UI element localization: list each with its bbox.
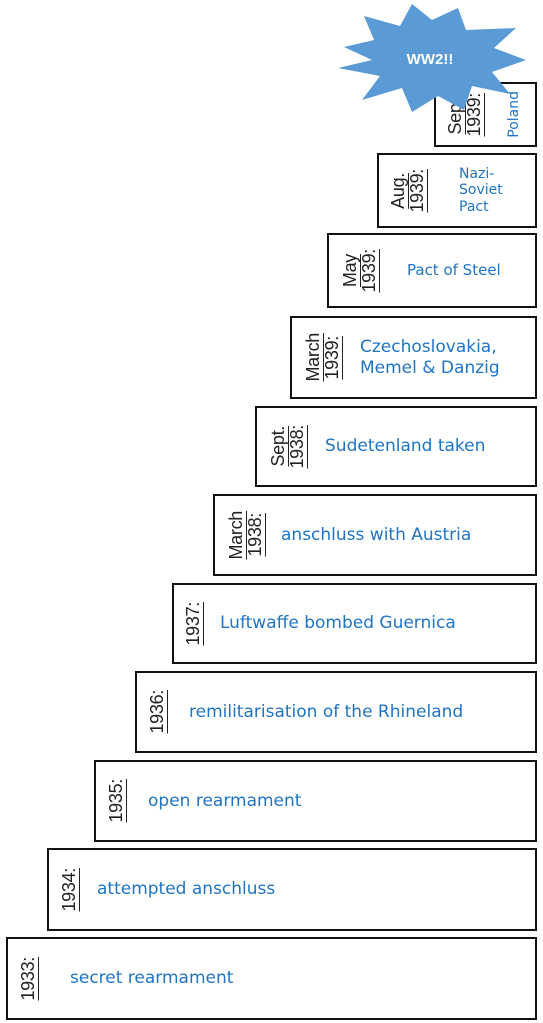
date-line: March	[302, 333, 323, 382]
step-1934: 1934: attempted anschluss	[47, 848, 537, 931]
step-event: attempted anschluss	[97, 879, 276, 900]
step-1935: 1935: open rearmament	[94, 760, 537, 842]
step-event: Czechoslovakia, Memel & Danzig	[360, 336, 500, 378]
date-line: 1934:	[59, 867, 79, 912]
date-line: Sept.	[267, 426, 288, 467]
starburst-label: WW2!!	[407, 51, 454, 68]
step-1936: 1936: remilitarisation of the Rhineland	[135, 671, 537, 753]
date-line: 1939:	[406, 168, 427, 213]
date-line: 1938:	[286, 424, 307, 469]
step-date: 1936:	[137, 673, 177, 751]
step-event: anschluss with Austria	[281, 524, 472, 545]
step-date: 1937:	[174, 585, 212, 662]
date-line: Aug.	[387, 172, 408, 209]
step-date: 1935:	[96, 762, 136, 840]
step-date: 1933:	[8, 939, 48, 1018]
date-line: March	[225, 510, 246, 560]
ww2-starburst: WW2!!	[338, 4, 526, 112]
date-line: 1935:	[106, 779, 126, 823]
step-date: March 1939:	[292, 318, 352, 397]
step-march-1938: March 1938: anschluss with Austria	[213, 494, 537, 576]
step-event: remilitarisation of the Rhineland	[189, 701, 464, 722]
step-event: open rearmament	[148, 790, 302, 811]
date-line: 1939:	[358, 248, 379, 293]
step-date: Sept. 1938:	[257, 408, 317, 485]
step-event: Luftwaffe bombed Guernica	[220, 613, 456, 634]
step-date: Aug. 1939:	[379, 155, 435, 226]
date-line: May	[339, 253, 360, 288]
date-line: 1937:	[183, 601, 203, 646]
step-date: May 1939:	[329, 235, 389, 306]
step-date: March 1938:	[215, 496, 275, 574]
step-aug-1939: Aug. 1939: Nazi- Soviet Pact	[377, 153, 537, 228]
date-line: 1933:	[18, 956, 38, 1001]
step-event: secret rearmament	[70, 968, 234, 989]
step-event: Pact of Steel	[407, 261, 501, 280]
date-line: 1936:	[147, 690, 167, 734]
date-line: 1938:	[244, 513, 265, 557]
step-1933: 1933: secret rearmament	[6, 937, 537, 1020]
step-march-1939: March 1939: Czechoslovakia, Memel & Danz…	[290, 316, 537, 399]
step-date: 1934:	[49, 850, 89, 929]
step-may-1939: May 1939: Pact of Steel	[327, 233, 537, 308]
step-1937: 1937: Luftwaffe bombed Guernica	[172, 583, 537, 664]
starburst-shape	[338, 4, 526, 112]
step-sept-1938: Sept. 1938: Sudetenland taken	[255, 406, 537, 487]
step-event: Sudetenland taken	[325, 436, 486, 457]
date-line: 1939:	[321, 335, 342, 380]
step-event: Nazi- Soviet Pact	[459, 165, 503, 215]
